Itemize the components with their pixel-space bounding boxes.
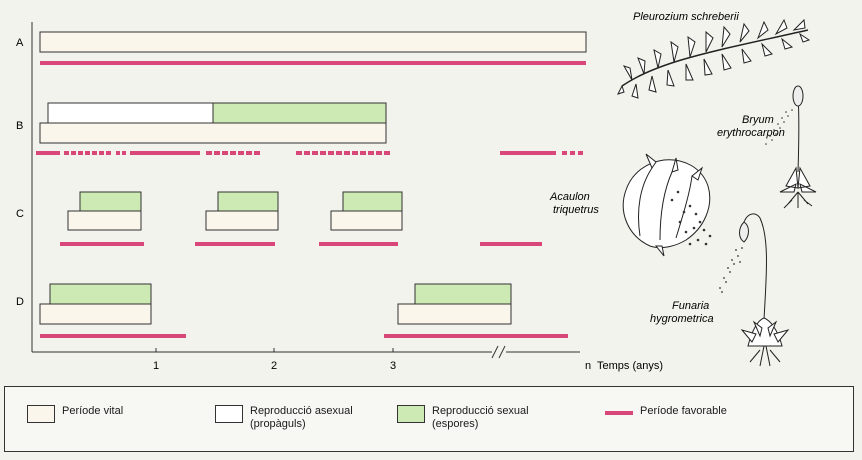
d-cycle-1 bbox=[39, 283, 186, 338]
funaria-illustration bbox=[719, 213, 790, 367]
row-label-c: C bbox=[16, 208, 24, 220]
species-name-bryum: Bryum bbox=[742, 114, 774, 126]
pleurozium-illustration bbox=[617, 18, 811, 99]
c-cycle-1 bbox=[60, 191, 144, 246]
b-vital-bar bbox=[39, 122, 387, 144]
c-cycle-2 bbox=[195, 191, 279, 246]
species-name-acaulon: triquetrus bbox=[553, 204, 599, 216]
b-sexual-bar bbox=[212, 102, 387, 124]
row-label-b: B bbox=[16, 120, 23, 132]
species-name-pleurozium: Pleurozium schreberii bbox=[633, 11, 739, 23]
legend-item-asexual: Reproducció asexual (propàguls) bbox=[215, 405, 353, 431]
species-name-bryum: erythrocarpon bbox=[717, 127, 785, 139]
x-axis-unit: Temps (anys) bbox=[597, 360, 663, 372]
life-strategy-diagram: 1 2 3 n Temps (anys) A B C D bbox=[16, 11, 817, 372]
x-tick-label: 1 bbox=[153, 360, 159, 372]
axis-break-mark bbox=[498, 345, 506, 359]
legend-label-vital: Període vital bbox=[62, 405, 124, 417]
a-vital-bar bbox=[39, 31, 587, 53]
d-cycle-2 bbox=[384, 283, 568, 338]
row-label-d: D bbox=[16, 296, 24, 308]
x-tick-label: 2 bbox=[271, 360, 277, 372]
legend-item-favorable: Període favorable bbox=[605, 405, 727, 418]
legend-swatch-favorable bbox=[605, 411, 633, 415]
legend-swatch-asexual bbox=[215, 405, 243, 423]
acaulon-illustration bbox=[622, 153, 712, 257]
b-asexual-bar bbox=[47, 102, 214, 124]
axis-break-mark bbox=[491, 345, 499, 359]
c-cycle-3 bbox=[319, 191, 403, 246]
legend-label-sexual: Reproducció sexual (espores) bbox=[432, 405, 529, 430]
species-name-funaria: Funaria bbox=[672, 300, 709, 312]
legend-swatch-vital bbox=[27, 405, 55, 423]
species-name-acaulon: Acaulon bbox=[549, 191, 590, 203]
species-name-funaria: hygrometrica bbox=[650, 313, 714, 325]
row-label-a: A bbox=[16, 37, 24, 49]
bryum-illustration bbox=[765, 85, 817, 209]
legend-swatch-sexual bbox=[397, 405, 425, 423]
x-tick-label: 3 bbox=[390, 360, 396, 372]
legend-item-vital: Període vital bbox=[27, 405, 123, 423]
legend-label-favorable: Període favorable bbox=[640, 405, 727, 417]
legend-label-asexual: Reproducció asexual (propàguls) bbox=[250, 405, 353, 430]
x-tick-label: n bbox=[585, 360, 591, 372]
legend: Període vital Reproducció asexual (propà… bbox=[4, 386, 854, 452]
legend-item-sexual: Reproducció sexual (espores) bbox=[397, 405, 529, 431]
